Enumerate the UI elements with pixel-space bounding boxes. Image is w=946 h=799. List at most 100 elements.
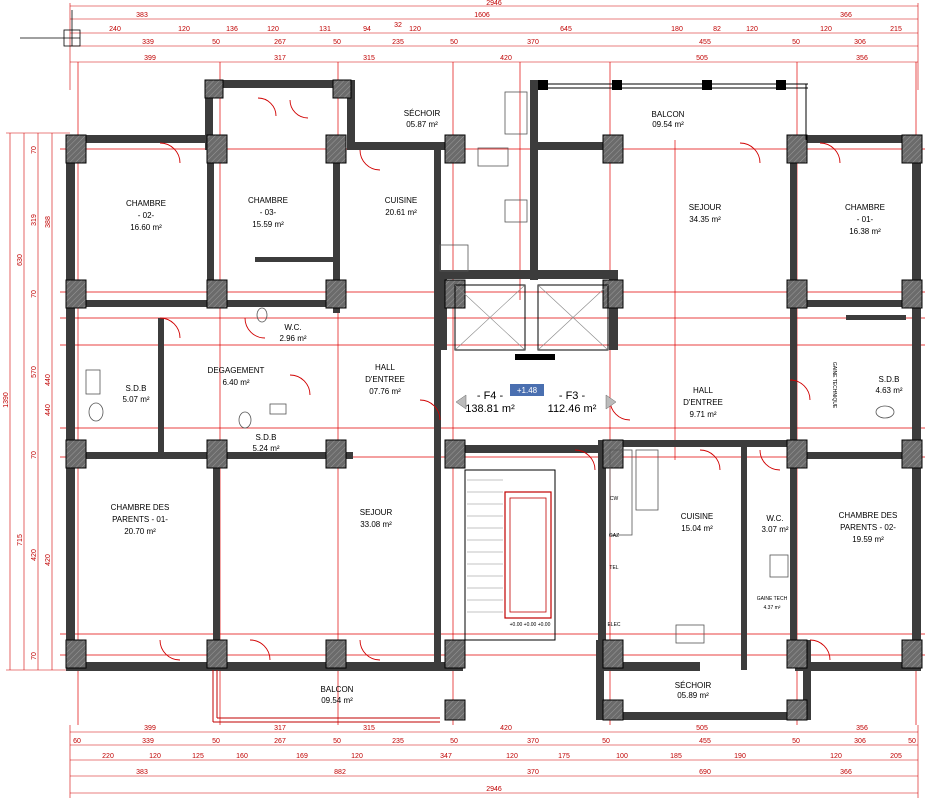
equipment-labels: CW GAZ TEL ELEC GAINE TECHNIQUE — [607, 362, 837, 628]
room-sub: PARENTS - 02- — [840, 523, 896, 532]
room-name: DEGAGEMENT — [208, 366, 265, 375]
dim-bot-r4-3: 690 — [699, 769, 711, 776]
dim-bot-r2-11: 306 — [854, 738, 866, 745]
room-area: 07.76 m² — [369, 387, 401, 396]
dim-top-r3-0: 240 — [109, 26, 121, 33]
room-sub: D'ENTREE — [365, 375, 405, 384]
room-name: SÉCHOIR — [675, 681, 712, 690]
room-area: 5.24 m² — [252, 444, 279, 453]
fixtures — [85, 91, 895, 644]
dim-top-r4-6: 370 — [527, 39, 539, 46]
room-sejour-top: SEJOUR 34.35 m² — [689, 203, 722, 224]
dim-bot-r4-1: 882 — [334, 769, 346, 776]
flat-left-area: 138.81 m² — [465, 403, 515, 415]
room-area: 3.07 m² — [761, 525, 788, 534]
room-name: S.D.B — [126, 384, 147, 393]
room-gaine-tech: GAINE TECH 4.37 m² — [757, 596, 788, 611]
room-chambre-01: CHAMBRE - 01- 16.38 m² — [845, 203, 885, 236]
dim-bot-r2-9: 455 — [699, 738, 711, 745]
dim-top-r2-1: 1606 — [474, 12, 490, 19]
dim-left-inner-5: 420 — [31, 549, 38, 561]
dim-bot-r2-12: 50 — [908, 738, 916, 745]
level-tag-box — [510, 384, 544, 396]
dim-top-r3-4: 131 — [319, 26, 331, 33]
dim-bot-r2-5: 235 — [392, 738, 404, 745]
dim-bot-r1-4: 505 — [696, 725, 708, 732]
room-wc-right: W.C. 3.07 m² — [761, 514, 788, 534]
label-cw: CW — [610, 496, 619, 502]
flat-right-area: 112.46 m² — [548, 403, 597, 415]
doors — [159, 97, 841, 661]
dim-top-r4-8: 50 — [792, 39, 800, 46]
dim-top-r4-7: 455 — [699, 39, 711, 46]
room-name: CUISINE — [385, 196, 417, 205]
room-chambre-03: CHAMBRE - 03- 15.59 m² — [248, 196, 288, 229]
dim-bot-r2-6: 50 — [450, 738, 458, 745]
dim-bot-r3-13: 205 — [890, 753, 902, 760]
room-name: W.C. — [284, 323, 301, 332]
room-chambre-02: CHAMBRE - 02- 16.60 m² — [126, 199, 166, 232]
room-sub: PARENTS - 01- — [112, 515, 168, 524]
dim-bot-r3-3: 160 — [236, 753, 248, 760]
room-sechoir-top: SÉCHOIR 05.87 m² — [404, 109, 441, 129]
room-name: CUISINE — [681, 512, 713, 521]
room-name: BALCON — [321, 685, 354, 694]
dim-bot-r2-4: 50 — [333, 738, 341, 745]
room-area: 9.71 m² — [689, 410, 716, 419]
room-area: 5.07 m² — [122, 395, 149, 404]
dim-bot-r1-2: 315 — [363, 725, 375, 732]
arrow-right-icon — [605, 394, 617, 410]
room-sejour-bottom: SEJOUR 33.08 m² — [360, 508, 393, 529]
room-sdb-right: S.D.B 4.63 m² — [875, 375, 902, 395]
room-area: 05.87 m² — [406, 120, 438, 129]
balcony-top — [538, 80, 808, 140]
dim-bot-r3-6: 347 — [440, 753, 452, 760]
room-area: 16.60 m² — [130, 223, 162, 232]
room-name: HALL — [375, 363, 396, 372]
dim-bot-r2-1: 339 — [142, 738, 154, 745]
room-sub: D'ENTREE — [683, 398, 723, 407]
room-name: S.D.B — [879, 375, 900, 384]
dim-bot-r2-8: 50 — [602, 738, 610, 745]
room-area: 05.89 m² — [677, 691, 709, 700]
dim-top-r3-5: 94 — [363, 26, 371, 33]
dim-left-inner2-3: 420 — [45, 554, 52, 566]
room-wc-left: W.C. 2.96 m² — [279, 323, 306, 343]
room-name: CHAMBRE — [248, 196, 288, 205]
dim-bot-r4-0: 383 — [136, 769, 148, 776]
dim-bot-r3-5: 120 — [351, 753, 363, 760]
dim-top-r5-1: 317 — [274, 55, 286, 62]
room-balcon-top: BALCON 09.54 m² — [652, 110, 685, 129]
dim-left-inner2-0: 388 — [45, 216, 52, 228]
dim-bot-r4-2: 370 — [527, 769, 539, 776]
dim-bot-r3-2: 125 — [192, 753, 204, 760]
dim-bot-r3-9: 100 — [616, 753, 628, 760]
room-area: 33.08 m² — [360, 520, 392, 529]
dim-bot-r2-2: 50 — [212, 738, 220, 745]
room-area: 20.70 m² — [124, 527, 156, 536]
dim-top-r3-10: 120 — [746, 26, 758, 33]
room-degagement: DEGAGEMENT 6.40 m² — [208, 366, 265, 387]
dim-top-r4-1: 50 — [212, 39, 220, 46]
dim-top-r2-3: 366 — [840, 12, 852, 19]
dim-bot-r1-3: 420 — [500, 725, 512, 732]
dim-top-r5-5: 356 — [856, 55, 868, 62]
room-cuisine-bottom: CUISINE 15.04 m² — [681, 512, 713, 533]
room-area: 09.54 m² — [321, 696, 353, 705]
dim-top-r3-3: 120 — [267, 26, 279, 33]
room-name: BALCON — [652, 110, 685, 119]
dim-top-r5-4: 505 — [696, 55, 708, 62]
room-sub: - 02- — [138, 211, 155, 220]
dim-bot-r3-8: 175 — [558, 753, 570, 760]
dim-top-r4-2: 267 — [274, 39, 286, 46]
label-gaz: GAZ — [609, 533, 619, 539]
dim-left-inner-1: 319 — [31, 214, 38, 226]
origin-crosshair — [20, 10, 81, 47]
dim-top-r3-8: 180 — [671, 26, 683, 33]
dimension-texts-bottom: 399 317 315 420 505 356 60 339 50 267 50… — [73, 725, 916, 793]
dimension-texts-left: 1390 630 715 70 319 70 570 70 420 70 388… — [3, 146, 52, 660]
dim-top-r5-3: 420 — [500, 55, 512, 62]
balcony-bottom — [212, 670, 440, 723]
room-sub: - 01- — [857, 215, 874, 224]
dim-top-r3-11: 120 — [820, 26, 832, 33]
